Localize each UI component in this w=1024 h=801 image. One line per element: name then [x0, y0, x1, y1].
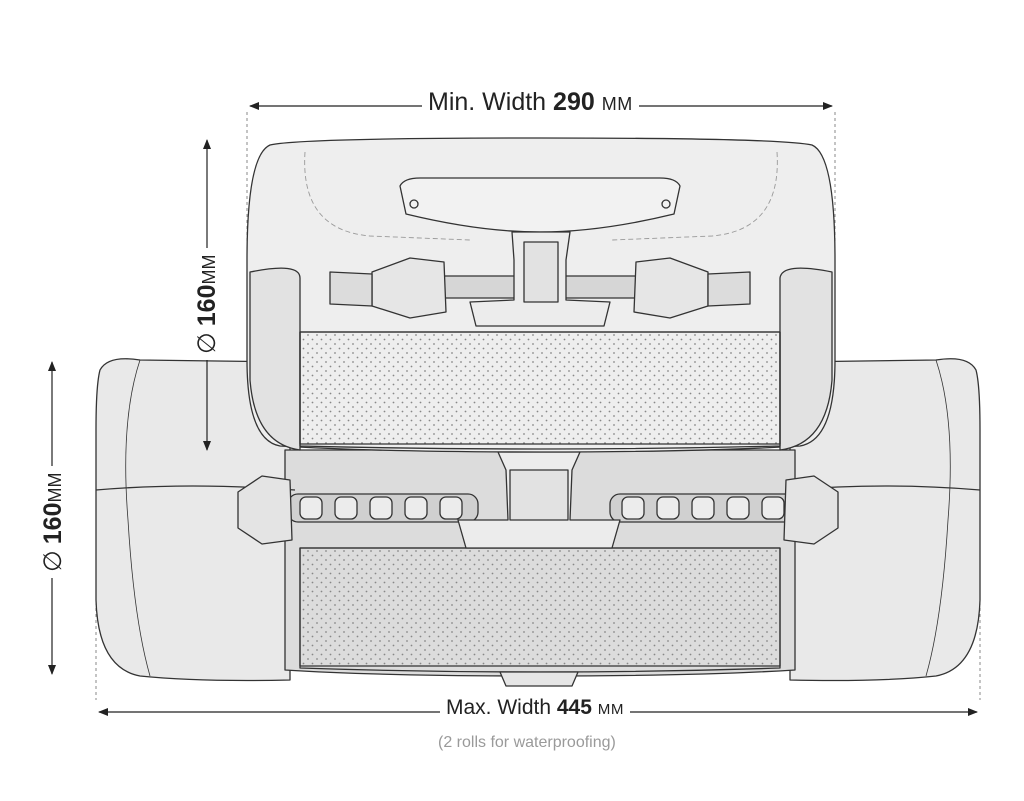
upper-bag-right-roll — [779, 267, 833, 451]
lower-diameter-label: ∅ 160MM — [38, 466, 68, 578]
upper-bag-left-roll — [249, 267, 301, 451]
max-width-value: 445 — [556, 696, 592, 719]
upper-bag — [246, 137, 836, 453]
lower-diameter-value: 160 — [39, 502, 67, 545]
upper-diameter-unit: MM — [199, 254, 219, 285]
max-width-prefix: Max. Width — [446, 696, 552, 719]
min-width-prefix: Min. Width — [428, 88, 547, 116]
lower-buckle-left — [237, 475, 293, 545]
upper-mesh-panel — [299, 331, 781, 445]
diameter-symbol-icon: ∅ — [193, 332, 221, 354]
lower-bag-right-roll — [789, 358, 981, 682]
lower-buckle-right — [783, 475, 839, 545]
lower-mesh-panel — [299, 547, 781, 667]
lower-diameter-unit: MM — [45, 472, 65, 503]
min-width-label: Min. Width 290 MM — [422, 88, 639, 117]
min-width-unit: MM — [601, 94, 633, 114]
max-width-unit: MM — [597, 701, 624, 718]
max-width-label: Max. Width 445 MM — [440, 696, 630, 720]
upper-diameter-label: ∅ 160MM — [192, 248, 222, 360]
upper-diameter-value: 160 — [193, 284, 221, 327]
lower-bag-left-roll — [95, 358, 291, 682]
lower-bag — [95, 358, 981, 687]
min-width-value: 290 — [553, 88, 595, 116]
waterproofing-note: (2 rolls for waterproofing) — [438, 734, 616, 751]
diameter-symbol-icon: ∅ — [39, 550, 67, 572]
